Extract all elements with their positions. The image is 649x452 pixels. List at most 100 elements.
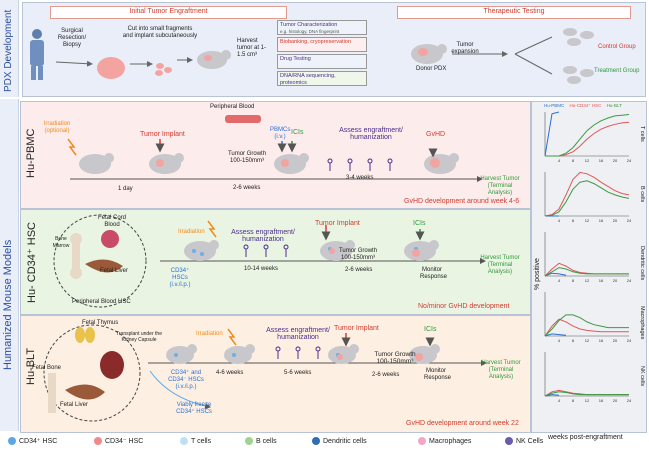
chart-tick-label: 12	[585, 338, 590, 343]
series-line-hu-pbmc	[544, 272, 567, 277]
chart-tick-label: 16	[599, 278, 604, 283]
fragments-icon	[155, 63, 172, 76]
chart-x-label: weeks post-engraftment	[548, 434, 623, 441]
legend-swatch	[312, 437, 320, 446]
pbmc-assess-label: Assess engraftment/ humanization	[339, 127, 403, 141]
chart-panel-title: T cells	[639, 126, 645, 142]
hu-blt-illustration	[43, 324, 487, 422]
chart-tick-label: 24	[627, 218, 632, 223]
hsc-weeks-2-6: 2-6 weeks	[345, 267, 373, 273]
legend-swatch	[418, 437, 426, 446]
legend-label: B cells	[256, 438, 277, 445]
hsc-tumor-growth-label: Tumor Growth 100-150mm³	[338, 248, 378, 261]
blt-gvhd-note: GvHD development around week 22	[406, 420, 519, 427]
pbmc-icis-label: ICIs	[291, 129, 304, 136]
hsc-bone-marrow-label: Bone Marrow	[52, 236, 70, 249]
legend-hu-cd34: Hu-CD34⁺ HSC	[569, 103, 602, 108]
pdx-header-initial: Initial Tumor Engraftment	[50, 6, 287, 19]
humanized-side-label: Humanized Mouse Models	[2, 239, 14, 370]
chart-tick-label: 16	[599, 158, 604, 163]
pbmc-harvest-label: Harvest Tumor (Terminal Analysis)	[480, 176, 520, 196]
chart-tick-label: 8	[572, 158, 575, 163]
chart-tick-label: 20	[613, 158, 618, 163]
blt-irradiation-label: Irradiation	[196, 331, 223, 337]
thymus-icon	[75, 327, 95, 343]
legend-label: Macrophages	[429, 438, 472, 445]
hsc-weeks-10-14: 10-14 weeks	[244, 266, 279, 272]
liver-icon	[65, 384, 105, 400]
chart-panel-title: NK cells	[639, 366, 645, 386]
legend-label: Dendritic cells	[323, 438, 367, 445]
expansion-label: Tumor expansion	[451, 42, 479, 55]
blt-assess-label: Assess engraftment/ humanization	[266, 327, 330, 341]
blt-weeks-2-6: 2-6 weeks	[372, 372, 400, 378]
legend-swatch	[180, 437, 188, 446]
pdx-illustration	[30, 28, 594, 84]
chart-tick-label: 8	[572, 278, 575, 283]
donor-mouse-icon	[411, 44, 447, 64]
series-line-hu-blt	[544, 267, 629, 277]
chart-tick-label: 20	[613, 338, 618, 343]
legend-swatch	[245, 437, 253, 446]
tech-characterization: Tumor Characterization e.g. histology, D…	[277, 20, 367, 35]
control-group-label: Control Group	[598, 44, 636, 50]
chart-tick-label: 4	[558, 338, 561, 343]
legend-item: Macrophages	[418, 437, 471, 446]
hsc-peripheral-label: Peripheral Blood HSC	[72, 299, 131, 305]
chart-tick-label: 16	[599, 398, 604, 403]
pdx-side-band	[0, 0, 19, 97]
bone-icon	[70, 233, 82, 279]
legend-item: CD34⁺ HSC	[8, 437, 57, 446]
patient-icon	[30, 29, 44, 80]
chart-panel-title: Dendritic cells	[639, 246, 645, 280]
pbmc-tumor-implant-label: Tumor Implant	[140, 131, 185, 138]
blt-weeks-4-6: 4-6 weeks	[216, 370, 244, 376]
hsc-assess-label: Assess engraftment/ humanization	[231, 229, 295, 243]
legend-hu-pbmc: Hu-PBMC	[544, 103, 565, 108]
hu-hsc-illustration	[53, 214, 486, 308]
series-line-hu-blt	[544, 391, 629, 397]
chart-tick-label: 12	[585, 218, 590, 223]
legend-item: CD34⁻ HSC	[94, 437, 143, 446]
series-line-hu-pbmc	[544, 333, 567, 337]
chart-tick-label: 20	[613, 398, 618, 403]
hsc-icis-label: ICIs	[413, 220, 426, 227]
chart-tick-label: 20	[613, 278, 618, 283]
blt-freeze-label: Viably freeze CD34⁺ HSCs	[176, 402, 212, 415]
series-line-hu-cd34-hsc	[544, 318, 629, 337]
series-line-hu-blt	[544, 180, 630, 217]
pbmc-gvhd-note: GvHD development around week 4-6	[404, 198, 520, 205]
chart-tick-label: 8	[572, 338, 575, 343]
hsc-irradiation-label: Irradiation	[178, 229, 205, 235]
legend-label: NK Cells	[516, 438, 544, 445]
pdx-side-label: PDX Development	[3, 9, 14, 92]
cord-blood-icon	[101, 230, 119, 248]
pbmc-gvhd-label: GvHD	[426, 131, 446, 138]
chart-tick-label: 16	[599, 218, 604, 223]
blt-cd34-label: CD34⁺ and CD34⁻ HSCs (i.v./i.p.)	[168, 370, 204, 390]
tumor-icon	[97, 57, 125, 79]
hsc-fetal-cord-label: Fetal Cord Blood	[98, 215, 127, 228]
legend-swatch	[505, 437, 513, 446]
chart-tick-label: 4	[558, 218, 561, 223]
chart-y-label: % positive	[534, 258, 541, 290]
chart-tick-label: 20	[613, 218, 618, 223]
legend-label: CD34⁻ HSC	[105, 438, 144, 445]
chart-tick-label: 12	[585, 158, 590, 163]
tech-drug-testing: Drug Testing	[277, 54, 367, 69]
liver-icon	[85, 259, 123, 273]
chart-tick-label: 8	[572, 218, 575, 223]
hsc-monitor-label: Monitor Response	[420, 267, 448, 280]
blt-monitor-label: Monitor Response	[424, 368, 452, 381]
legend-item: B cells	[245, 437, 277, 446]
chart-tick-label: 24	[627, 158, 632, 163]
chart-panel-title: B cells	[639, 186, 645, 202]
chart-tick-label: 12	[585, 278, 590, 283]
series-line-hu-blt	[544, 314, 629, 337]
legend-hu-blt: Hu-BLT	[606, 103, 622, 108]
chart-tick-label: 4	[558, 278, 561, 283]
chart-tick-label: 24	[627, 278, 632, 283]
blt-transplant-label: Transplant under the Kidney Capsule	[116, 331, 162, 343]
charts-legend: Hu-PBMC Hu-CD34⁺ HSC Hu-BLT	[544, 102, 622, 109]
mouse-icon	[197, 50, 231, 69]
